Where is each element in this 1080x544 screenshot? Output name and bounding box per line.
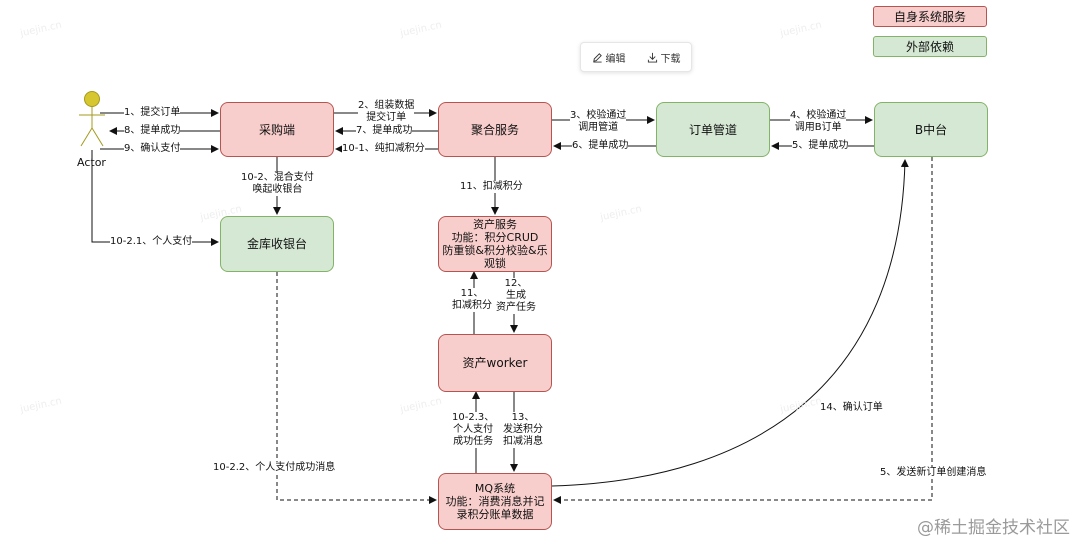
- legend-external: 外部依赖: [873, 36, 987, 57]
- edge-label-10-2-1: 10-2.1、个人支付: [110, 236, 193, 248]
- node-asset-worker: 资产worker: [438, 334, 552, 392]
- edge-label-8: 8、提单成功: [124, 125, 181, 137]
- edge-label-2: 2、组装数据 提交订单: [358, 100, 415, 124]
- edge-label-6: 6、提单成功: [572, 140, 629, 152]
- edge-14: [551, 159, 909, 487]
- pencil-icon: [592, 52, 602, 63]
- node-purchase: 采购端: [220, 102, 334, 157]
- node-asset-service: 资产服务 功能：积分CRUD 防重锁&积分校验&乐 观锁: [438, 216, 552, 272]
- legend-own-service: 自身系统服务: [873, 6, 987, 27]
- edge-label-11b: 11、 扣减积分: [452, 288, 492, 312]
- edit-label: 编辑: [605, 53, 626, 65]
- node-b-platform: B中台: [874, 102, 988, 157]
- edge-label-3: 3、校验通过 调用管道: [570, 110, 627, 134]
- download-button[interactable]: 下载: [647, 50, 681, 65]
- edge-10-2-2: [276, 272, 437, 504]
- actor-icon: [79, 91, 105, 147]
- edge-label-10-2: 10-2、混合支付 唤起收银台: [241, 172, 314, 196]
- download-label: 下载: [660, 53, 681, 65]
- actor-label: Actor: [77, 156, 106, 169]
- edit-button[interactable]: 编辑: [592, 50, 626, 65]
- edge-5b: [553, 157, 933, 504]
- edge-label-11: 11、扣减积分: [460, 181, 523, 193]
- edge-label-14: 14、确认订单: [820, 402, 883, 414]
- node-cashier: 金库收银台: [220, 216, 334, 272]
- download-icon: [647, 52, 657, 63]
- edge-label-10-2-3: 10-2.3、 个人支付 成功任务: [452, 412, 495, 448]
- edge-label-5: 5、提单成功: [792, 140, 849, 152]
- node-mq: MQ系统 功能：消费消息并记 录积分账单数据: [438, 473, 552, 530]
- image-toolbar: 编辑 下载: [580, 42, 692, 72]
- site-watermark: @稀土掘金技术社区: [917, 518, 1070, 538]
- edge-label-5b: 5、发送新订单创建消息: [880, 467, 987, 479]
- edge-label-12: 12、 生成 资产任务: [496, 278, 536, 314]
- edge-label-13: 13、 发送积分 扣减消息: [503, 412, 543, 448]
- edge-10-2-1: [91, 150, 219, 246]
- edge-label-10-1: 10-1、纯扣减积分: [342, 143, 425, 155]
- node-order-pipeline: 订单管道: [656, 102, 770, 157]
- edge-label-10-2-2: 10-2.2、个人支付成功消息: [213, 462, 336, 474]
- node-aggregate: 聚合服务: [438, 102, 552, 157]
- edge-label-7: 7、提单成功: [356, 125, 413, 137]
- edge-label-1: 1、提交订单: [124, 107, 181, 119]
- edge-label-9: 9、确认支付: [124, 143, 181, 155]
- edge-label-4: 4、校验通过 调用B订单: [790, 110, 847, 134]
